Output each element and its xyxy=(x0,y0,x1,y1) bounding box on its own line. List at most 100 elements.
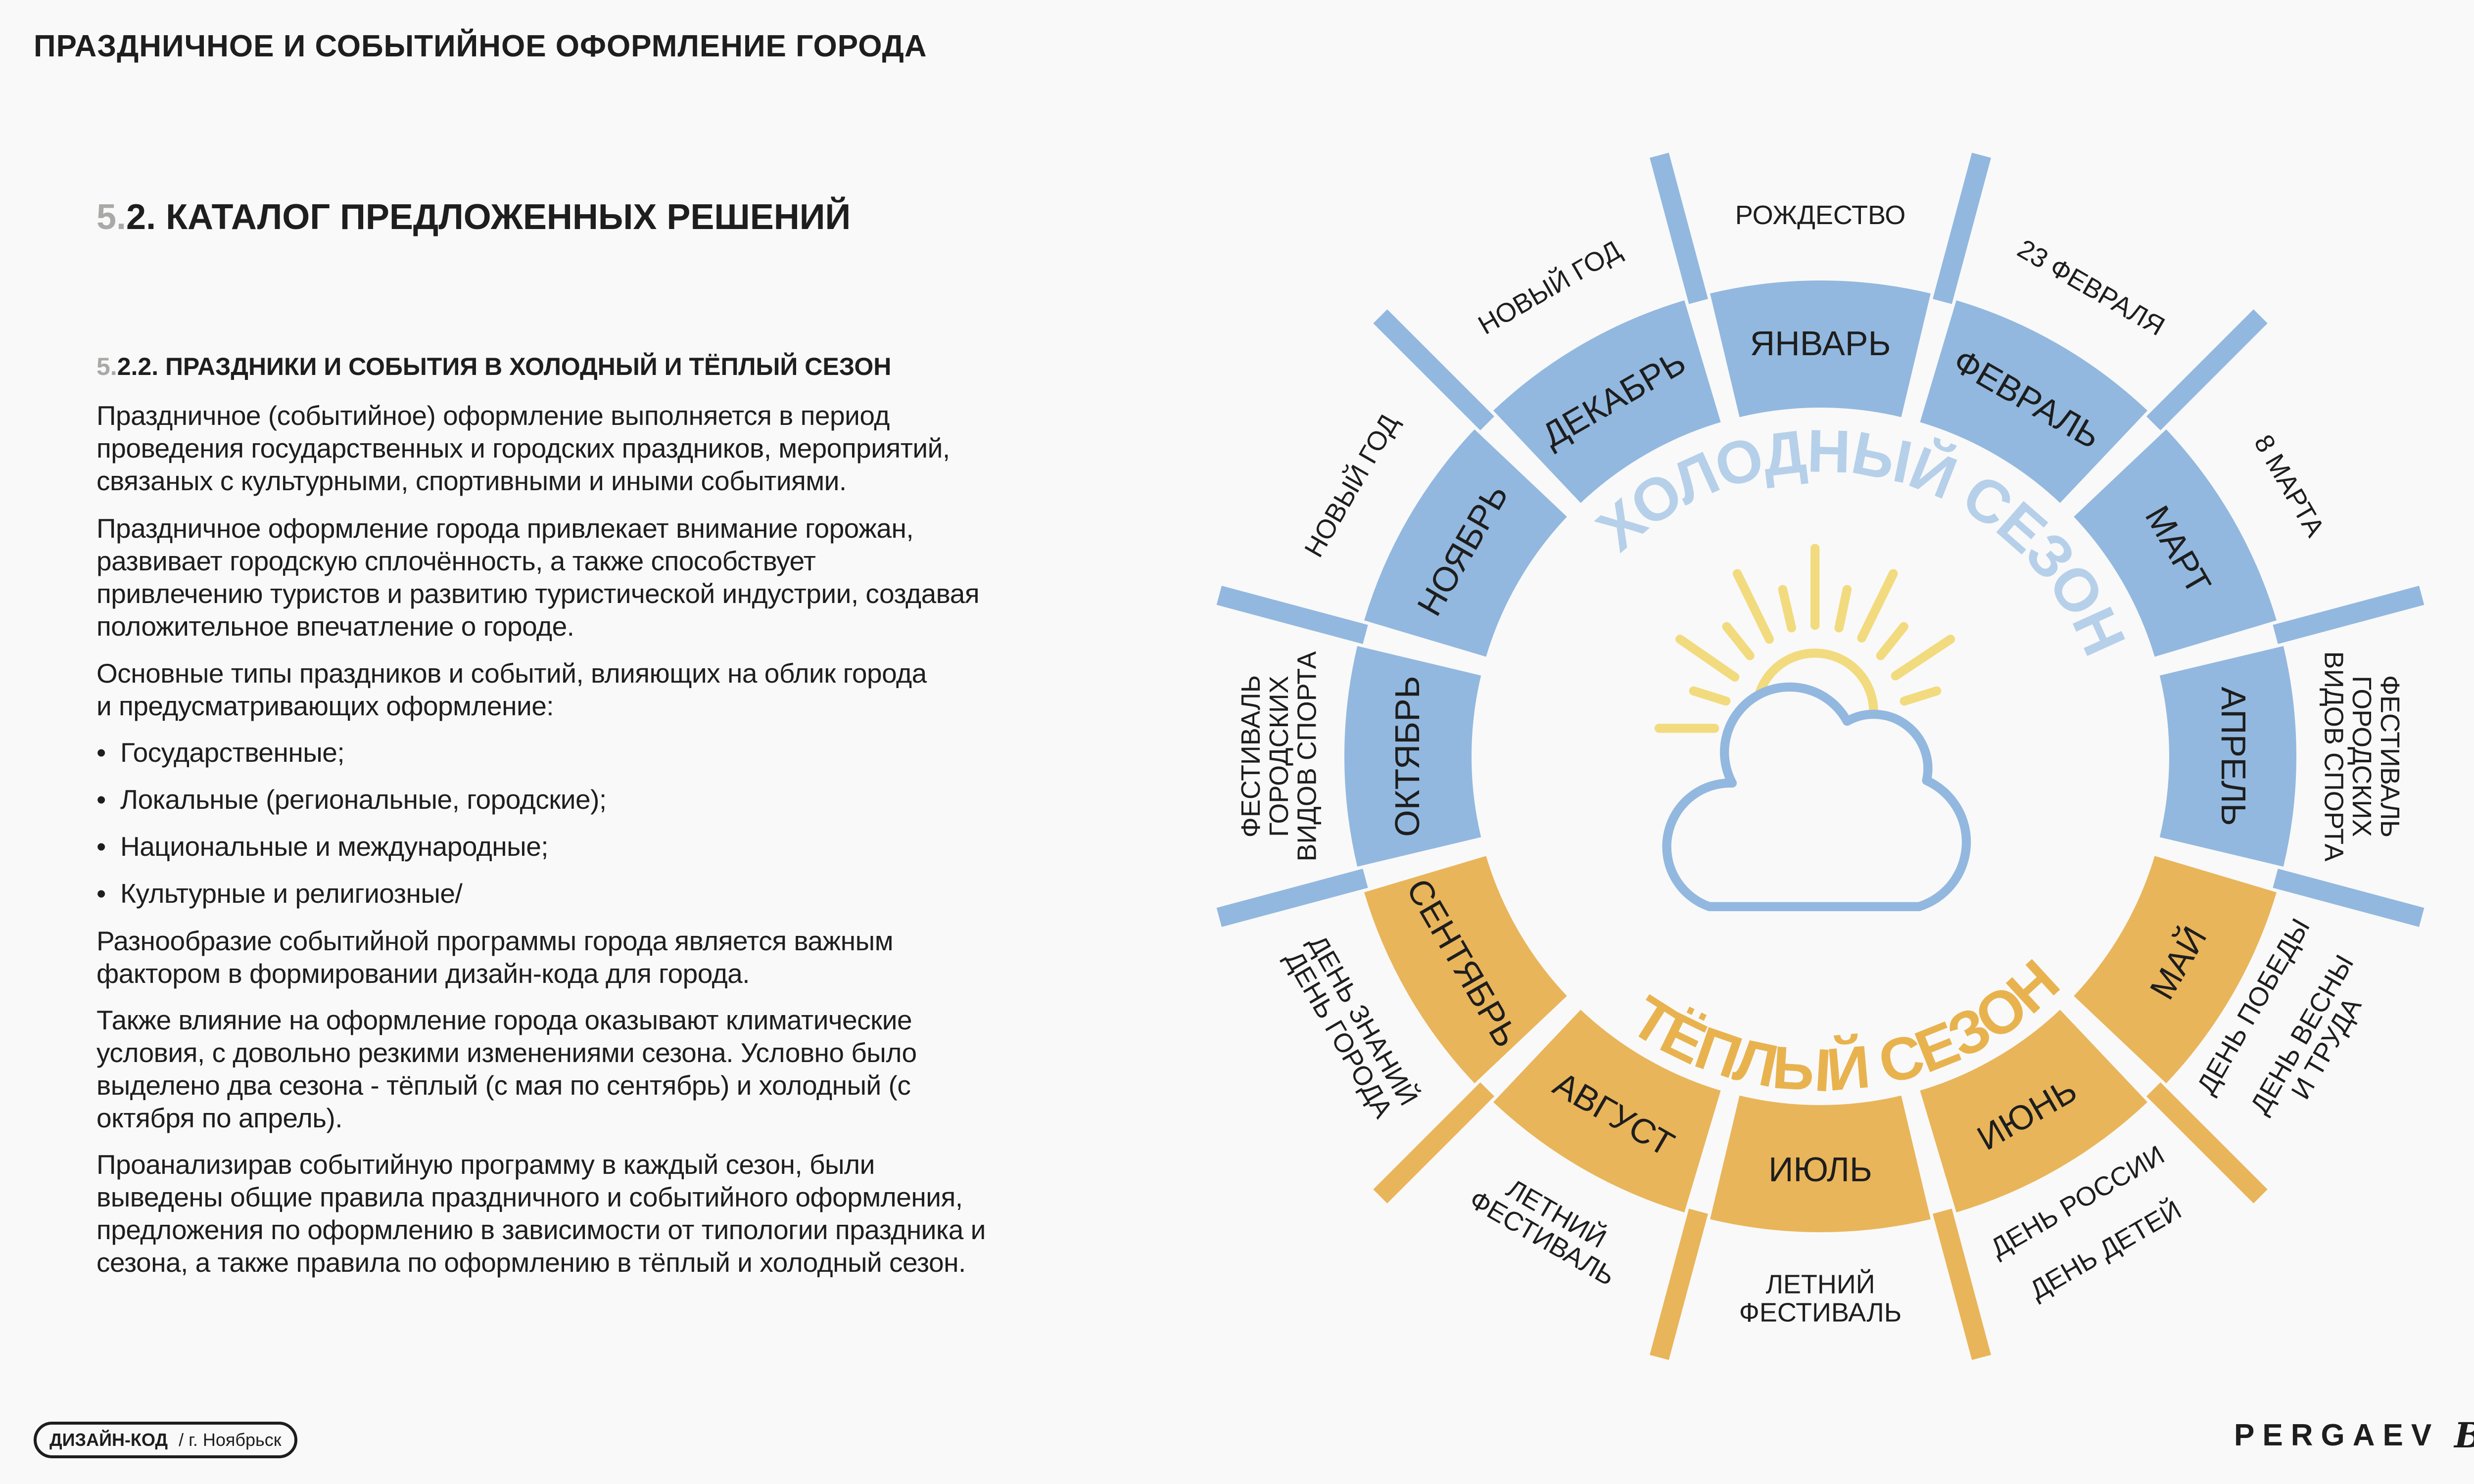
month-segment xyxy=(1493,1010,1721,1212)
event-line: ВИДОВ СПОРТА xyxy=(2319,651,2348,861)
text-line: предложения по оформлению в зависимости … xyxy=(96,1214,986,1245)
logo-script: Bureau xyxy=(2454,1415,2474,1456)
month-segment xyxy=(2159,646,2296,867)
event-label: 8 МАРТА xyxy=(2248,430,2330,542)
paragraph-5: Также влияние на оформление города оказы… xyxy=(96,1004,917,1134)
month-segment xyxy=(1364,429,1567,657)
text-line: развивает городскую сплочённость, а такж… xyxy=(96,546,816,576)
event-label: РОЖДЕСТВО xyxy=(1735,200,1906,230)
text-line: выделено два сезона - тёплый (с мая по с… xyxy=(96,1070,911,1101)
project-name: ДИЗАЙН-КОД xyxy=(49,1430,168,1450)
separator-line xyxy=(1216,586,1368,644)
bullet-icon: • xyxy=(96,831,106,862)
subsection-title: 2.2. ПРАЗДНИКИ И СОБЫТИЯ В ХОЛОДНЫЙ И ТЁ… xyxy=(117,353,892,380)
bullet-item: • Государственные; xyxy=(96,736,345,769)
city-name: / г. Ноябрьск xyxy=(179,1430,282,1450)
bullet-text: Культурные и религиозные/ xyxy=(120,878,463,909)
bullet-icon: • xyxy=(96,737,106,768)
separator-line xyxy=(2146,309,2268,430)
section-number: 5. xyxy=(96,197,127,237)
text-line: связаных с культурными, спортивными и ин… xyxy=(96,465,847,496)
bullet-text: Локальные (региональные, городские); xyxy=(120,784,607,815)
separator-line xyxy=(2273,869,2425,927)
month-segment xyxy=(1710,1095,1931,1232)
event-line: ГОРОДСКИХ xyxy=(2347,676,2377,837)
event-label: НОВЫЙ ГОД xyxy=(1298,409,1404,562)
paragraph-3: Основные типы праздников и событий, влия… xyxy=(96,657,927,722)
separator-line xyxy=(2273,586,2425,644)
text-line: и предусматривающих оформление: xyxy=(96,691,554,721)
month-segment xyxy=(1920,1010,2147,1212)
text-line: сезона, а также правила по оформлению в … xyxy=(96,1247,966,1278)
sun-behind-cloud-icon xyxy=(1654,544,1971,912)
text-line: выведены общие правила праздничного и со… xyxy=(96,1182,963,1212)
event-label: ФЕСТИВАЛЬГОРОДСКИХВИДОВ СПОРТА xyxy=(2319,651,2404,861)
bullet-item: • Национальные и международные; xyxy=(96,830,549,863)
text-line: условия, с довольно резкими изменениями … xyxy=(96,1037,917,1068)
text-line: проведения государственных и городских п… xyxy=(96,433,950,464)
month-label: ИЮЛЬ xyxy=(1768,1150,1872,1189)
event-line: ФЕСТИВАЛЬ xyxy=(2375,675,2405,837)
paragraph-6: Проанализирав событийную программу в каж… xyxy=(96,1148,986,1279)
event-label: ФЕСТИВАЛЬГОРОДСКИХВИДОВ СПОРТА xyxy=(1236,651,1322,861)
text-line: Основные типы праздников и событий, влия… xyxy=(96,658,927,689)
month-segment xyxy=(1344,646,1481,867)
separator-lines xyxy=(1216,152,2425,1360)
month-segment xyxy=(1364,856,1567,1083)
separator-line xyxy=(1650,1208,1708,1360)
separator-line xyxy=(1216,869,1368,927)
section-title: 2. КАТАЛОГ ПРЕДЛОЖЕННЫХ РЕШЕНИЙ xyxy=(126,197,851,237)
event-line xyxy=(2081,1211,2102,1240)
separator-line xyxy=(1933,152,1991,304)
event-line: ФЕСТИВАЛЬ xyxy=(1236,675,1266,837)
separator-line xyxy=(1373,1082,1494,1204)
text-line: Праздничное (событийное) оформление выпо… xyxy=(96,400,890,431)
event-line: НОВЫЙ ГОД xyxy=(1298,409,1404,562)
section-heading: 5.2. КАТАЛОГ ПРЕДЛОЖЕННЫХ РЕШЕНИЙ xyxy=(96,197,851,237)
month-segment xyxy=(2074,856,2277,1083)
text-line: положительное впечатление о городе. xyxy=(96,611,574,642)
month-segment xyxy=(2074,429,2277,657)
event-line: РОЖДЕСТВО xyxy=(1735,200,1906,230)
separator-line xyxy=(1933,1208,1991,1360)
month-label: ОКТЯБРЬ xyxy=(1388,676,1427,837)
month-ring xyxy=(1344,280,2296,1232)
event-line: ЛЕТНИЙ xyxy=(1765,1269,1875,1299)
month-label: АПРЕЛЬ xyxy=(2214,687,2253,826)
paragraph-1: Праздничное (событийное) оформление выпо… xyxy=(96,399,950,497)
bullet-text: Национальные и международные; xyxy=(120,831,549,862)
event-label: НОВЫЙ ГОД xyxy=(1473,234,1626,340)
text-line: Разнообразие событийной программы города… xyxy=(96,926,894,956)
bullet-icon: • xyxy=(96,784,106,815)
subsection-number: 5. xyxy=(96,353,117,380)
month-segment xyxy=(1710,280,1931,417)
bullet-item: • Локальные (региональные, городские); xyxy=(96,783,607,816)
paragraph-2: Праздничное оформление города привлекает… xyxy=(96,512,980,643)
cloud-icon xyxy=(1662,682,1971,912)
company-logo: PERGAEV Bureau xyxy=(2234,1415,2474,1456)
text-line: привлечению туристов и развитию туристич… xyxy=(96,578,980,609)
event-line: 23 ФЕВРАЛЯ xyxy=(2012,233,2170,341)
bullet-icon: • xyxy=(96,878,106,909)
bullet-text: Государственные; xyxy=(120,737,345,768)
project-badge: ДИЗАЙН-КОД / г. Ноябрьск xyxy=(34,1422,297,1458)
subsection-heading: 5.2.2. ПРАЗДНИКИ И СОБЫТИЯ В ХОЛОДНЫЙ И … xyxy=(96,352,891,381)
bullet-item: • Культурные и религиозные/ xyxy=(96,877,463,910)
text-line: Проанализирав событийную программу в каж… xyxy=(96,1149,875,1180)
event-line: 8 МАРТА xyxy=(2248,430,2330,542)
event-label: 23 ФЕВРАЛЯ xyxy=(2012,233,2170,341)
paragraph-4: Разнообразие событийной программы города… xyxy=(96,925,894,990)
separator-line xyxy=(2146,1082,2268,1204)
event-line: ВИДОВ СПОРТА xyxy=(1292,651,1322,861)
month-segment xyxy=(1920,300,2147,503)
logo-brand: PERGAEV xyxy=(2234,1418,2440,1452)
separator-line xyxy=(1373,309,1494,430)
month-label: ЯНВАРЬ xyxy=(1750,324,1891,363)
page-title: ПРАЗДНИЧНОЕ И СОБЫТИЙНОЕ ОФОРМЛЕНИЕ ГОРО… xyxy=(34,29,927,63)
separator-line xyxy=(1650,152,1708,304)
text-line: Также влияние на оформление города оказы… xyxy=(96,1005,912,1035)
text-line: Праздничное оформление города привлекает… xyxy=(96,513,914,544)
event-line: ГОРОДСКИХ xyxy=(1264,676,1294,837)
